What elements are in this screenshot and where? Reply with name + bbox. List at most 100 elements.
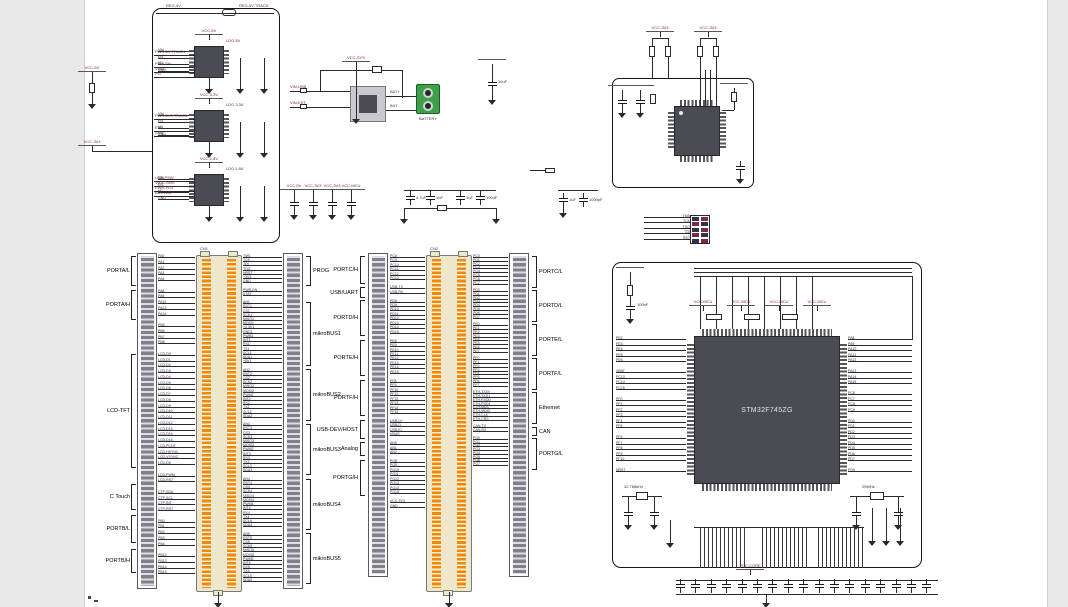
- connector1-ref: CN1: [200, 246, 209, 251]
- wire: [351, 190, 352, 195]
- wire: [660, 32, 661, 37]
- capacitor: [559, 198, 568, 200]
- pin-label: PD5: [473, 307, 508, 311]
- wire: [740, 170, 741, 174]
- pin-label: ETH-MDIO: [473, 409, 508, 414]
- xtal-label: 32.768kHz: [624, 484, 644, 489]
- group-label: Ethernet: [539, 405, 560, 411]
- wire: [787, 588, 789, 594]
- group-label: PORTC/L: [539, 269, 563, 275]
- capacitor: [328, 202, 337, 204]
- mcu-pin-label: PD0: [848, 419, 912, 423]
- wire: [496, 208, 497, 214]
- pin-label: PG6: [473, 458, 508, 463]
- mcu-pin-label: NRST: [616, 468, 686, 473]
- vcc-label: VCC-3.3V: [195, 92, 223, 99]
- pin-label: PC6: [473, 277, 508, 281]
- wire: [492, 95, 493, 100]
- wire: [895, 588, 897, 594]
- header-tab: [200, 251, 210, 257]
- pin-label: PE4: [473, 337, 508, 342]
- header-tab: [228, 251, 238, 257]
- wire: [818, 579, 820, 584]
- pin-label: NC: [158, 61, 189, 65]
- pin-label: PG13: [390, 481, 425, 486]
- mcu-pin-label: PG9: [848, 468, 912, 473]
- wire: [818, 588, 820, 594]
- wire: [240, 122, 241, 148]
- wire: [622, 104, 623, 108]
- wire: [716, 38, 717, 46]
- group-bracket: [532, 256, 537, 288]
- vcc-label: VCC-5V: [78, 65, 106, 72]
- wire: [92, 72, 93, 77]
- pin-label: RST4: [243, 481, 282, 486]
- pin-label: GND: [390, 504, 425, 508]
- group-label: PROG: [313, 268, 330, 274]
- wire: [313, 195, 314, 197]
- pin-label: PD14: [390, 325, 425, 330]
- cap-value: 1000pF: [589, 197, 603, 202]
- mcu-pin-label: PE2: [616, 336, 686, 340]
- wire: [654, 520, 655, 525]
- vcc-label: VCC-5V: [280, 183, 308, 190]
- wire: [884, 496, 904, 497]
- mcu-pin-label: PF1: [616, 402, 686, 407]
- wire: [787, 579, 789, 584]
- pin-label: PG4: [473, 451, 508, 455]
- group-bracket: [306, 369, 311, 421]
- pin-label: LCD-D15: [158, 438, 195, 443]
- wire: [209, 99, 210, 104]
- capacitor: [691, 587, 701, 589]
- pin-label: PG7: [473, 462, 508, 467]
- pin-label: MOSI3: [243, 443, 282, 448]
- group-label: LCD-TFT: [107, 408, 130, 414]
- pin-label: PB6: [158, 329, 195, 333]
- pin-label: CAN-TX: [473, 424, 508, 429]
- gnd-symbol: [666, 543, 674, 548]
- wire: [895, 579, 897, 584]
- pin-label: LCD-D7: [158, 392, 195, 397]
- wire: [154, 119, 194, 120]
- wire: [290, 107, 350, 108]
- pin-label: LCD-D0: [158, 352, 195, 356]
- pin-label: PG9: [390, 463, 425, 468]
- wire: [332, 206, 333, 210]
- group-bracket: [131, 354, 136, 468]
- wire: [898, 520, 899, 525]
- capacitor: [309, 202, 318, 204]
- pin-label: SCL2: [243, 410, 282, 414]
- pin-label: PE3: [473, 334, 508, 338]
- capacitor: [922, 584, 932, 586]
- pin-label: RX1: [243, 342, 282, 347]
- wire: [563, 193, 564, 198]
- vcc-label: VCC-SYS: [342, 55, 370, 62]
- mcu-pin-label: PD2: [848, 430, 912, 434]
- capacitor: [894, 512, 903, 514]
- capacitor: [736, 169, 745, 171]
- pin-label: PE12: [390, 356, 425, 361]
- capacitor: [636, 103, 645, 105]
- pin-label: CTP-RST: [158, 507, 195, 512]
- capacitor: [860, 584, 870, 586]
- pin-label: PC11: [390, 267, 425, 272]
- vcc-label: VCC-MCU: [727, 299, 755, 306]
- wire: [872, 536, 873, 541]
- wire: [710, 579, 712, 584]
- wire: [430, 200, 431, 206]
- pin-label: MOSI1: [243, 321, 282, 326]
- wire: [492, 86, 493, 92]
- wire: [622, 108, 623, 113]
- gnd-symbol: [894, 525, 902, 530]
- capacitor: [922, 587, 932, 589]
- resistor: [665, 46, 671, 57]
- pin-label: PWM4: [243, 502, 282, 507]
- pin-label: LCD-D8: [158, 398, 195, 402]
- pin-label: PG8: [390, 459, 425, 463]
- pin-label: PE6: [473, 345, 508, 349]
- capacitor: [845, 584, 855, 586]
- pin-label: TX4: [243, 515, 282, 519]
- wire: [654, 507, 655, 512]
- mcu-pin-label: PD1: [848, 424, 912, 429]
